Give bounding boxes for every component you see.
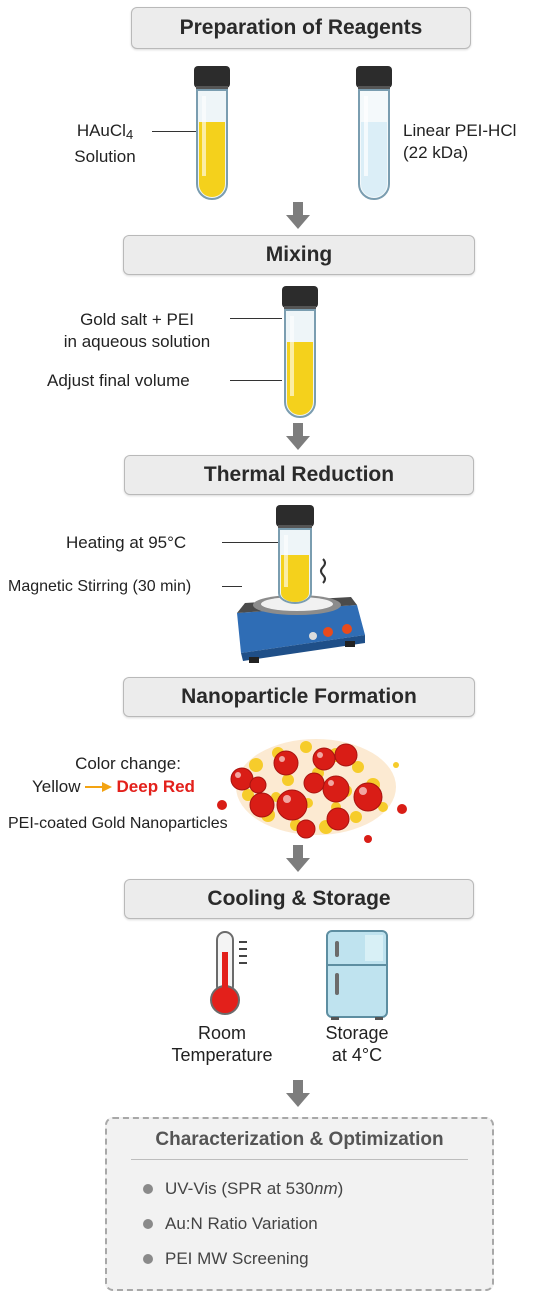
heating-leader-line xyxy=(222,542,278,543)
down-arrow-icon xyxy=(286,1080,310,1107)
characterization-item-uvvis: UV-Vis (SPR at 530 nm) xyxy=(143,1179,343,1199)
pei-tube xyxy=(356,66,392,200)
bullet-icon xyxy=(143,1254,153,1264)
step-title: Cooling & Storage xyxy=(207,887,391,910)
to-color-label: Deep Red xyxy=(116,777,195,796)
down-arrow-icon xyxy=(286,845,310,872)
mixing-label-2: Adjust final volume xyxy=(47,371,190,390)
mixing-tube xyxy=(282,286,318,418)
step-title: Mixing xyxy=(265,243,333,266)
characterization-title: Characterization & Optimization xyxy=(155,1129,444,1150)
bullet-icon xyxy=(143,1219,153,1229)
from-color-label: Yellow xyxy=(32,777,81,796)
gold-nanoparticles-cluster-icon xyxy=(217,739,407,843)
step-cooling-storage: Cooling & Storage xyxy=(124,879,474,919)
characterization-panel: Characterization & Optimization UV-Vis (… xyxy=(105,1117,494,1291)
step-title: Nanoparticle Formation xyxy=(181,685,417,708)
haucl4-label: HAuCl4 Solution xyxy=(74,121,136,166)
step-thermal-reduction: Thermal Reduction xyxy=(124,455,474,495)
characterization-item-ratio: Au:N Ratio Variation xyxy=(143,1214,318,1234)
characterization-item-mw: PEI MW Screening xyxy=(143,1249,309,1269)
step-nanoparticle-formation: Nanoparticle Formation xyxy=(123,677,475,717)
coated-nanoparticles-label: PEI-coated Gold Nanoparticles xyxy=(8,815,228,832)
stirring-leader-line xyxy=(222,586,242,587)
mixing-leader-line-1 xyxy=(230,318,282,319)
hotplate-stirrer-icon xyxy=(237,505,365,663)
heating-label: Heating at 95°C xyxy=(66,533,187,552)
thermometer-icon xyxy=(210,931,247,1015)
refrigerator-icon xyxy=(326,930,388,1020)
stirring-label: Magnetic Stirring (30 min) xyxy=(8,578,192,595)
color-change-label: Color change: xyxy=(75,754,181,773)
haucl4-tube xyxy=(194,66,230,200)
step-title: Preparation of Reagents xyxy=(179,16,423,39)
down-arrow-icon xyxy=(286,423,310,450)
step-preparation-of-reagents: Preparation of Reagents xyxy=(131,7,471,49)
storage-label: Storage at 4°C xyxy=(325,1023,389,1065)
step-mixing: Mixing xyxy=(123,235,475,275)
characterization-divider xyxy=(131,1159,468,1160)
color-change-from-to: Yellow Deep Red xyxy=(32,776,222,798)
down-arrow-icon xyxy=(286,202,310,229)
haucl4-leader-line xyxy=(152,131,196,132)
room-temperature-label: Room Temperature xyxy=(171,1023,273,1065)
mixing-leader-line-2 xyxy=(230,380,282,381)
pei-label: Linear PEI-HCl (22 kDa) xyxy=(403,121,517,162)
step-title: Thermal Reduction xyxy=(203,463,395,486)
right-arrow-icon xyxy=(84,782,112,792)
mixing-label-1: Gold salt + PEI in aqueous solution xyxy=(63,310,211,351)
bullet-icon xyxy=(143,1184,153,1194)
